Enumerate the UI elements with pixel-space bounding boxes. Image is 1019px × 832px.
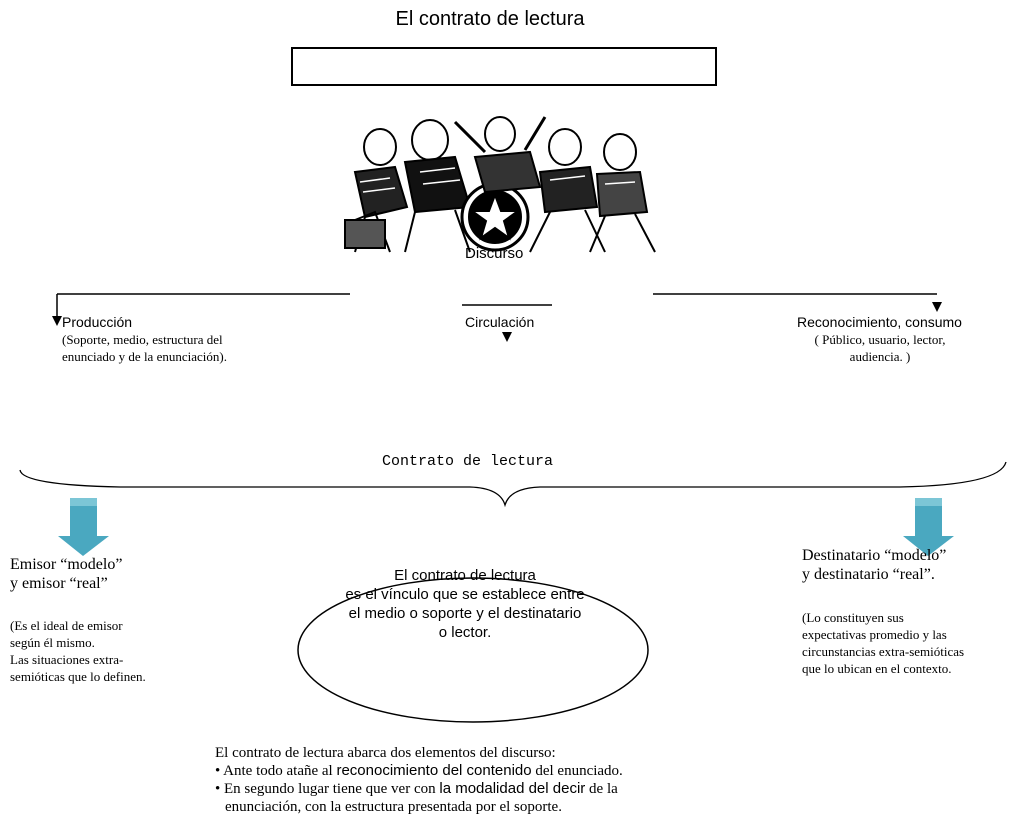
circulation-label: Circulación <box>465 314 535 330</box>
left-blue-arrow <box>58 498 109 556</box>
center-label-discurso: Discurso <box>465 245 524 262</box>
diagram-title: El contrato de lectura <box>395 8 585 30</box>
right-arrow-head <box>932 302 942 312</box>
recognition-description: ( Público, usuario, lector, audiencia. ) <box>814 332 946 364</box>
middle-arrow-head <box>502 332 512 342</box>
footer-notes: El contrato de lectura abarca dos elemen… <box>215 744 623 816</box>
destinatario-description: (Lo constituyen sus expectativas promedi… <box>802 610 965 676</box>
cartoon-musicians-with-drum-icon <box>344 116 656 253</box>
empty-title-box <box>291 47 717 86</box>
definition-ellipse <box>297 577 649 723</box>
right-blue-arrow <box>903 498 954 556</box>
left-arrow-head <box>52 316 62 326</box>
emisor-description: (Es el ideal de emisor según él mismo. L… <box>10 618 146 684</box>
production-label: Producción <box>62 314 133 330</box>
destinatario-title: Destinatario “modelo” y destinatario “re… <box>802 547 947 583</box>
footer-bullet-2-cont: enunciación, con la estructura presentad… <box>225 799 562 815</box>
footer-bullet-1: • Ante todo atañe al reconocimiento del … <box>215 762 623 779</box>
footer-intro: El contrato de lectura abarca dos elemen… <box>215 745 556 761</box>
curly-brace <box>19 461 1007 508</box>
footer-bullet-2: • En segundo lugar tiene que ver con la … <box>215 780 618 797</box>
production-description: (Soporte, medio, estructura del enunciad… <box>62 332 227 364</box>
ellipse-definition-text: El contrato de lectura es el vínculo que… <box>345 567 585 641</box>
emisor-title: Emisor “modelo” y emisor “real” <box>10 556 123 592</box>
brace-label: Contrato de lectura <box>382 453 554 470</box>
recognition-label: Reconocimiento, consumo <box>797 314 962 330</box>
